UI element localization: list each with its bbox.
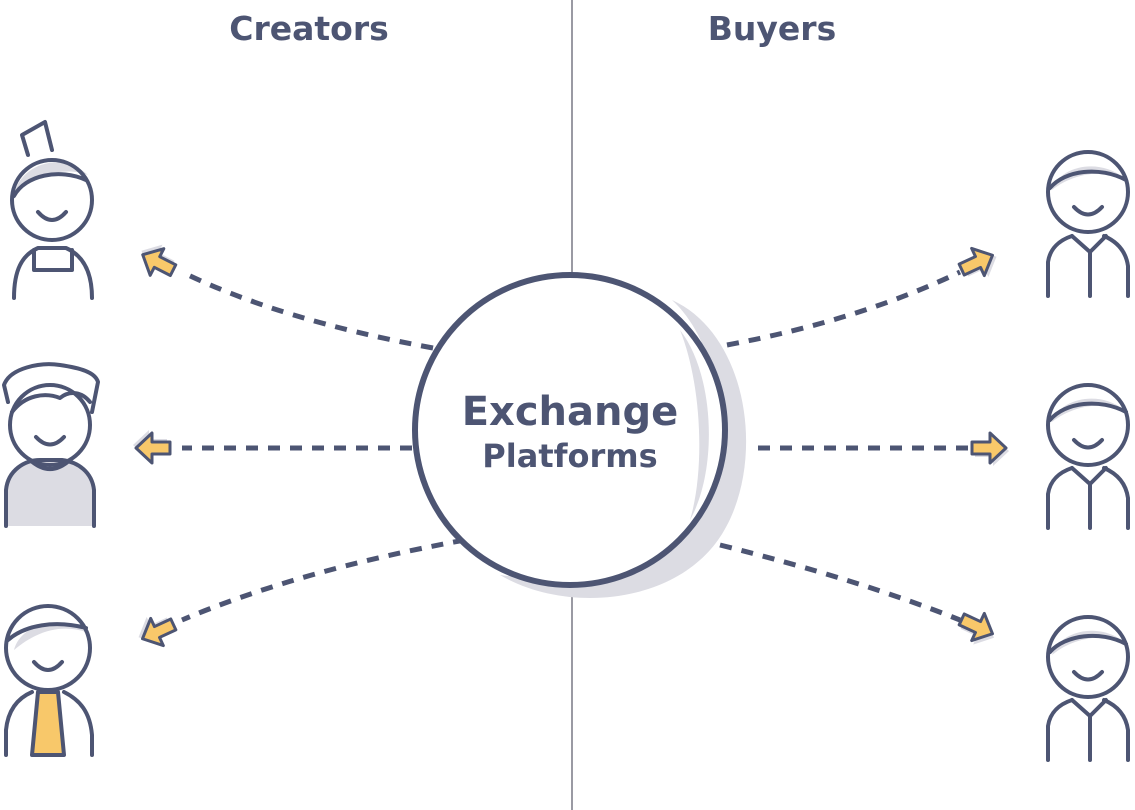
hub-inner-shade — [680, 330, 709, 520]
connector-to-buyer-1 — [726, 269, 962, 348]
arrow-icon — [130, 606, 182, 656]
arrow-icon — [952, 604, 1004, 653]
arrow-icon — [953, 238, 1005, 288]
arrow-icon — [131, 235, 183, 286]
connector-to-creator-1 — [180, 269, 434, 351]
buyer-person-icon — [1046, 150, 1130, 298]
exchange-hub: Exchange Platforms — [412, 272, 747, 598]
creators-column-title: Creators — [229, 9, 389, 48]
creator-boy-icon — [2, 362, 100, 528]
creator-girl-icon — [10, 120, 94, 300]
buyers-column-title: Buyers — [708, 9, 836, 48]
arrow-icon — [970, 431, 1011, 468]
creator-man-tie-icon — [4, 604, 94, 757]
buyer-person-icon — [1046, 615, 1130, 762]
connector-to-creator-3 — [181, 537, 466, 623]
connectors — [180, 269, 968, 623]
hub-title: Exchange — [462, 389, 679, 435]
hub-circle — [412, 272, 728, 588]
arrow-icon — [131, 428, 172, 465]
hub-subtitle: Platforms — [482, 437, 657, 475]
buyer-person-icon — [1046, 383, 1130, 530]
connector-to-buyer-3 — [719, 542, 961, 623]
